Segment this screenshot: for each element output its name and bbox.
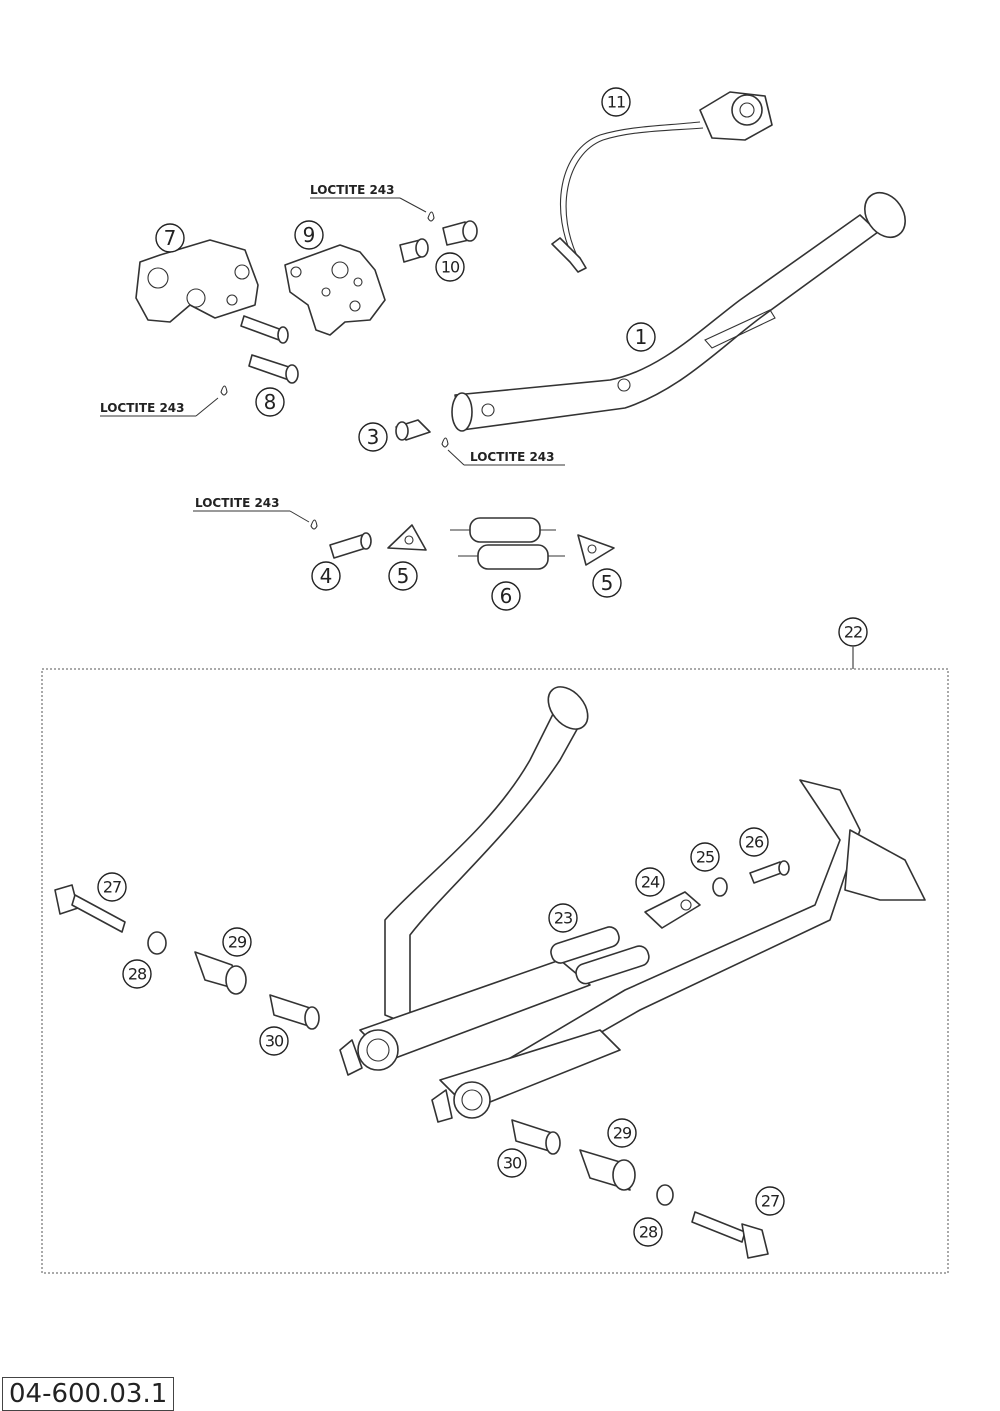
part-24-bracket: [644, 891, 701, 929]
callout-24: 24: [635, 867, 665, 897]
part-5-plate-left: [387, 524, 427, 551]
svg-text:22: 22: [844, 623, 862, 642]
part-11-side-stand-switch: [551, 91, 773, 273]
part-26-screw: [749, 860, 790, 884]
part-1-side-stand: [451, 191, 906, 432]
part-28-washer-left: [147, 931, 167, 955]
assembly-frame-22: [41, 668, 949, 1274]
callout-25: 25: [690, 842, 720, 872]
callout-28-right: 28: [633, 1217, 663, 1247]
part-30-sleeve-right: [511, 1119, 561, 1155]
part-29-bushing-right: [579, 1149, 636, 1191]
svg-text:23: 23: [554, 909, 572, 928]
callout-5-left: 5: [388, 561, 418, 591]
part-5-plate-right: [577, 534, 615, 566]
callout-29-left: 29: [222, 927, 252, 957]
part-27-bolt-left: [54, 884, 126, 933]
svg-text:1: 1: [635, 325, 648, 349]
svg-text:24: 24: [641, 873, 660, 892]
callout-7: 7: [155, 223, 185, 253]
svg-text:LOCTITE 243: LOCTITE 243: [195, 496, 280, 510]
callout-28-left: 28: [122, 959, 152, 989]
loctite-label-lower: LOCTITE 243: [193, 496, 310, 523]
part-3-screw: [395, 419, 431, 441]
loctite-label-left: LOCTITE 243: [100, 397, 219, 417]
callout-27-right: 27: [755, 1186, 785, 1216]
callout-3: 3: [358, 422, 388, 452]
part-7-bracket: [135, 239, 259, 323]
part-27-bolt-right: [691, 1211, 769, 1259]
svg-text:29: 29: [613, 1124, 632, 1143]
svg-text:3: 3: [367, 425, 380, 449]
svg-text:5: 5: [397, 564, 410, 588]
part-25-washer: [712, 877, 728, 897]
svg-text:4: 4: [320, 564, 333, 588]
callout-8: 8: [255, 387, 285, 417]
callout-5-right: 5: [592, 568, 622, 598]
svg-text:27: 27: [103, 878, 121, 897]
part-4-screw: [329, 532, 372, 559]
loctite-label-middle: LOCTITE 243: [447, 449, 565, 466]
svg-text:26: 26: [745, 833, 764, 852]
part-28-washer-right: [656, 1184, 674, 1206]
svg-text:LOCTITE 243: LOCTITE 243: [470, 450, 555, 464]
part-29-bushing-left: [194, 951, 247, 995]
callout-27-left: 27: [97, 872, 127, 902]
callout-6: 6: [491, 581, 521, 611]
callout-4: 4: [311, 561, 341, 591]
svg-text:6: 6: [500, 584, 513, 608]
svg-text:LOCTITE 243: LOCTITE 243: [310, 183, 395, 197]
svg-text:LOCTITE 243: LOCTITE 243: [100, 401, 185, 415]
part-22-center-stand: [339, 686, 926, 1123]
svg-text:28: 28: [639, 1223, 658, 1242]
part-23-springs: [550, 926, 650, 985]
svg-text:7: 7: [164, 226, 177, 250]
svg-text:25: 25: [696, 848, 714, 867]
loctite-label-upper: LOCTITE 243: [310, 183, 427, 213]
loctite-drops: [220, 211, 449, 530]
callout-29-right: 29: [607, 1118, 637, 1148]
part-10-screws: [399, 220, 478, 263]
part-9-plate: [284, 244, 386, 336]
part-6-dampers: [450, 517, 565, 570]
callout-26: 26: [739, 827, 769, 857]
svg-text:30: 30: [265, 1032, 284, 1051]
callout-30-left: 30: [259, 1026, 289, 1056]
svg-text:10: 10: [441, 258, 460, 277]
svg-text:9: 9: [303, 223, 316, 247]
part-30-sleeve-left: [269, 994, 320, 1030]
drawing-number: 04-600.03.1: [2, 1377, 175, 1411]
svg-text:28: 28: [128, 965, 147, 984]
callout-9: 9: [294, 220, 324, 250]
part-8-screws: [240, 315, 299, 384]
callout-22: 22: [838, 617, 868, 647]
callout-11: 11: [601, 87, 631, 117]
svg-text:27: 27: [761, 1192, 779, 1211]
svg-text:29: 29: [228, 933, 247, 952]
callout-10: 10: [435, 252, 465, 282]
svg-text:5: 5: [601, 571, 614, 595]
callout-30-right: 30: [497, 1148, 527, 1178]
svg-text:8: 8: [264, 390, 277, 414]
callout-1: 1: [626, 322, 656, 352]
svg-text:11: 11: [607, 93, 625, 112]
svg-text:30: 30: [503, 1154, 522, 1173]
callout-23: 23: [548, 903, 578, 933]
